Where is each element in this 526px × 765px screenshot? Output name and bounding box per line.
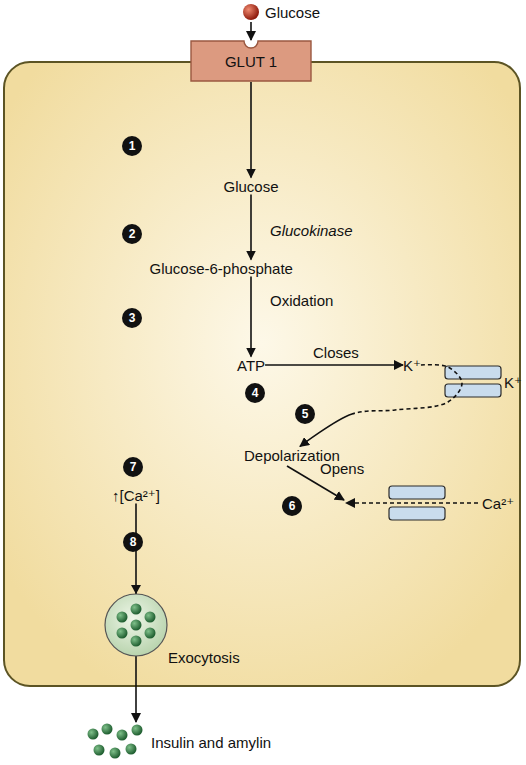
flow-arrow bbox=[250, 82, 252, 178]
vesicle-arrowhead bbox=[131, 585, 141, 594]
callout-number: 8 bbox=[123, 532, 143, 552]
action-label: Opens bbox=[320, 460, 364, 477]
flow-arrow bbox=[250, 277, 252, 357]
flow-arrow bbox=[300, 365, 462, 447]
ion-level-label: ↑[Ca²⁺] bbox=[112, 487, 160, 504]
ion-label: K⁺ bbox=[403, 357, 421, 374]
node-text: GLUT 1 bbox=[225, 53, 277, 70]
callout-number: 6 bbox=[282, 496, 302, 516]
node-text: ATP bbox=[237, 357, 265, 374]
flow-arrow bbox=[250, 22, 252, 40]
substrate-label: Glucose bbox=[241, 2, 320, 22]
edge-label: Exocytosis bbox=[168, 649, 240, 666]
flow-arrow bbox=[265, 364, 403, 366]
edge-label: Oxidation bbox=[270, 292, 333, 309]
edge-label: Closes bbox=[313, 344, 359, 361]
ion-label: Ca²⁺ bbox=[482, 495, 514, 512]
metabolite-label: ATP bbox=[237, 357, 265, 374]
beta-cell bbox=[4, 62, 520, 686]
flow-arrow bbox=[250, 195, 252, 260]
callout-number: 1 bbox=[122, 136, 142, 156]
metabolite-label: Glucose-6-phosphate bbox=[150, 260, 293, 277]
node-text: Glucose-6-phosphate bbox=[150, 260, 293, 277]
edge-label: Glucokinase bbox=[270, 222, 353, 239]
callout-number: 5 bbox=[295, 404, 315, 424]
node-text: Glucose bbox=[224, 178, 279, 195]
callout-number: 7 bbox=[123, 457, 143, 477]
metabolite-label: Glucose bbox=[224, 178, 279, 195]
ion-label: K⁺ bbox=[504, 374, 522, 391]
transporter-box: GLUT 1 bbox=[190, 40, 312, 82]
glucose-molecule bbox=[241, 2, 261, 22]
node-text: Insulin and amylin bbox=[151, 734, 271, 751]
k-channel bbox=[445, 366, 501, 397]
secretion-product: Insulin and amylin bbox=[85, 722, 271, 762]
node-text: K⁺ bbox=[403, 357, 421, 374]
callout-number: 3 bbox=[122, 308, 142, 328]
callout-number: 2 bbox=[122, 224, 142, 244]
insulin-granules bbox=[85, 722, 147, 762]
node-text: Glucose bbox=[265, 4, 320, 21]
node-text: ↑[Ca²⁺] bbox=[112, 487, 160, 504]
calcium-influx-arrow bbox=[346, 502, 478, 504]
secretory-vesicle bbox=[105, 594, 167, 656]
callout-number: 4 bbox=[245, 383, 265, 403]
